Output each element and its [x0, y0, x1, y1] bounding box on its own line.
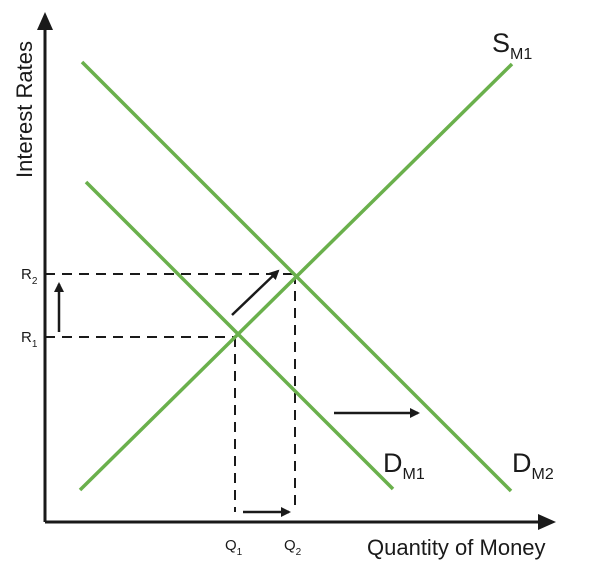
q2-label: Q2	[284, 537, 302, 558]
curves	[78, 60, 514, 493]
guide-lines	[45, 273, 296, 512]
y-axis-title: Interest Rates	[12, 41, 37, 178]
demand-curve-shifted-label: DM2	[512, 448, 554, 483]
q1-label: Q1	[225, 537, 243, 558]
demand-curve-initial-label: DM1	[383, 448, 425, 483]
y-axis-arrowhead	[37, 12, 53, 30]
r2-label: R2	[21, 266, 38, 287]
arrows	[54, 269, 420, 517]
demand-curve-shifted	[80, 60, 513, 493]
r1-label: R1	[21, 329, 38, 350]
x-axis-title: Quantity of Money	[367, 535, 546, 560]
equilibrium-move-arrow	[231, 269, 280, 316]
axes	[37, 12, 556, 530]
x-axis-arrowhead	[538, 514, 556, 530]
supply-curve-label: SM1	[492, 28, 532, 63]
demand-curve-initial	[84, 180, 395, 491]
